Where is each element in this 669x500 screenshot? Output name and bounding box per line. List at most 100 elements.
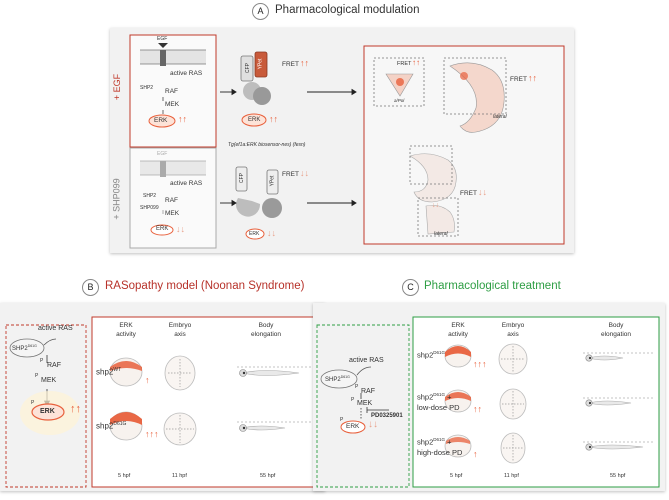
c-active-ras: active RAS — [349, 357, 384, 364]
fret-up-arrows-4: ↑↑ — [528, 73, 537, 83]
b-col1-header: ERK activity — [116, 322, 136, 338]
c-col3-header: Body elongation — [601, 322, 631, 338]
c-p-erk: P — [340, 417, 344, 423]
c-row2-sup: D61G — [433, 392, 446, 397]
c-col1-header: ERK activity — [448, 322, 468, 338]
egf-label: + EGF — [112, 73, 123, 101]
b-shp2-sup: D61G — [27, 344, 37, 348]
erk-down-arrows: ↓↓ — [176, 224, 185, 234]
shp2-label-2: SHP2 — [143, 193, 157, 199]
erk-sensor-label: ERK — [248, 117, 261, 123]
c-row3-base: shp2 — [417, 437, 434, 447]
erk-label-2: ERK — [156, 226, 169, 232]
panel-a-badge: A — [252, 3, 269, 20]
b-row2-sup: D61G — [113, 421, 127, 427]
cfp-label-2: CFP — [239, 173, 245, 183]
mek-label: MEK — [165, 101, 180, 108]
b-shp2-label: SHP2D61G — [12, 344, 37, 352]
b-mek-label: MEK — [41, 377, 57, 384]
c-row3-arrow: ↑ — [473, 449, 478, 459]
fret-label-3: FRET — [397, 61, 412, 67]
fret-label-5: FRET — [460, 190, 477, 197]
c-row2-label: shp2D61G +low-dose PD — [417, 390, 460, 413]
fret-up-arrows-3: ↑↑ — [412, 58, 420, 67]
b-col2-header: Embryo axis — [168, 322, 192, 338]
fret-label-4: FRET — [510, 76, 527, 83]
c-inhibitor-label: PD0325901 — [371, 413, 403, 419]
c-row1-sup: D61G — [433, 350, 446, 355]
biosensor-inactive — [235, 166, 282, 240]
biosensor-caption: Tg(ef1a:ERK biosensor-nes) (fesn) — [228, 142, 306, 148]
raf-label: RAF — [165, 88, 178, 95]
c-row2-suffix: + — [445, 392, 452, 402]
erk-up-arrows: ↑↑ — [178, 114, 187, 124]
panel-a-graphics — [129, 34, 565, 249]
panel-b-badge: B — [82, 279, 99, 296]
panel-b: active RAS SHP2D61G P RAF P MEK P ERK ↑↑… — [0, 303, 325, 491]
c-row1-label: shp2D61G — [417, 350, 445, 360]
sensor-up-arrows: ↑↑ — [269, 114, 278, 124]
c-row2-line2: low-dose PD — [417, 402, 460, 412]
c-mek-label: MEK — [357, 400, 373, 407]
c-row1-arrow: ↑↑↑ — [473, 359, 487, 369]
raf-label-2: RAF — [165, 197, 178, 204]
egf-ligand-label-2: EGF — [157, 151, 168, 157]
panel-a: + EGF + SHP099 EGF EGF active RAS SHP2 R… — [110, 28, 574, 253]
cfp-label: CFP — [245, 63, 251, 73]
panel-c-graphics — [316, 316, 660, 488]
b-active-ras: active RAS — [38, 325, 73, 332]
ypet-label-2: YPet — [269, 175, 276, 187]
b-row1-label: shp2WT — [96, 367, 121, 377]
b-erk-label: ERK — [40, 408, 55, 415]
erk-sensor-label-2: ERK — [249, 231, 260, 237]
b-row2-base: shp2 — [96, 421, 114, 431]
c-row2-arrow: ↑↑ — [473, 404, 482, 414]
b-shp2-base: SHP2 — [12, 346, 28, 352]
membrane-top — [140, 43, 206, 66]
panel-c-title: Pharmacological treatment — [424, 280, 561, 292]
c-row2-base: shp2 — [417, 392, 434, 402]
b-p-raf: P — [40, 358, 44, 364]
shp099-inhibitor-label: SHP099 — [140, 205, 159, 211]
panel-c: active RAS SHP2D61G P RAF P MEK PD032590… — [313, 303, 665, 491]
shp099-label: + SHP099 — [111, 178, 122, 220]
c-time1: 5 hpf — [450, 473, 463, 479]
ypet-label: YPet — [257, 58, 264, 70]
c-row1-base: shp2 — [417, 350, 434, 360]
b-row2-arrow: ↑↑↑ — [145, 429, 159, 439]
c-p-raf: P — [355, 384, 359, 390]
egf-ligand-label: EGF — [157, 36, 168, 42]
c-p-mek: P — [351, 397, 355, 403]
b-raf-label: RAF — [47, 362, 61, 369]
view-label-2: lateral — [493, 114, 507, 120]
fret-down-arrows-2: ↓↓ — [300, 168, 309, 178]
sensor-down-arrows: ↓↓ — [267, 228, 276, 238]
panel-c-badge: C — [402, 279, 419, 296]
erk-label: ERK — [154, 117, 168, 124]
b-time2: 11 hpf — [172, 473, 187, 479]
b-p-erk: P — [31, 400, 35, 406]
c-col2-header: Embryo axis — [501, 322, 525, 338]
b-erk-arrows: ↑↑ — [70, 403, 81, 415]
panel-a-title: Pharmacological modulation — [275, 4, 420, 16]
biosensor-active — [240, 51, 271, 127]
membrane-bottom — [140, 160, 206, 177]
view-label-3: lateral — [434, 231, 448, 237]
view-label-1: a/Pol — [394, 98, 405, 103]
b-row2-label: shp2D61G — [96, 421, 126, 431]
c-shp2-sup: D61G — [340, 375, 350, 379]
b-row1-sup: WT — [113, 367, 122, 373]
c-time2: 11 hpf — [504, 473, 519, 479]
result-down-arrows: ↓↓ — [432, 202, 439, 209]
c-row3-label: shp2D61G +high-dose PD — [417, 435, 462, 458]
mek-label-2: MEK — [165, 210, 180, 217]
c-row3-sup: D61G — [433, 437, 446, 442]
c-raf-label: RAF — [361, 388, 375, 395]
fret-up-arrows-1: ↑↑ — [300, 58, 309, 68]
b-col3-header: Body elongation — [251, 322, 281, 338]
b-row1-base: shp2 — [96, 367, 114, 377]
b-time1: 5 hpf — [118, 473, 131, 479]
c-shp2-base: SHP2 — [325, 377, 341, 383]
fret-label-1: FRET — [282, 61, 299, 68]
c-time3: 55 hpf — [610, 473, 626, 479]
